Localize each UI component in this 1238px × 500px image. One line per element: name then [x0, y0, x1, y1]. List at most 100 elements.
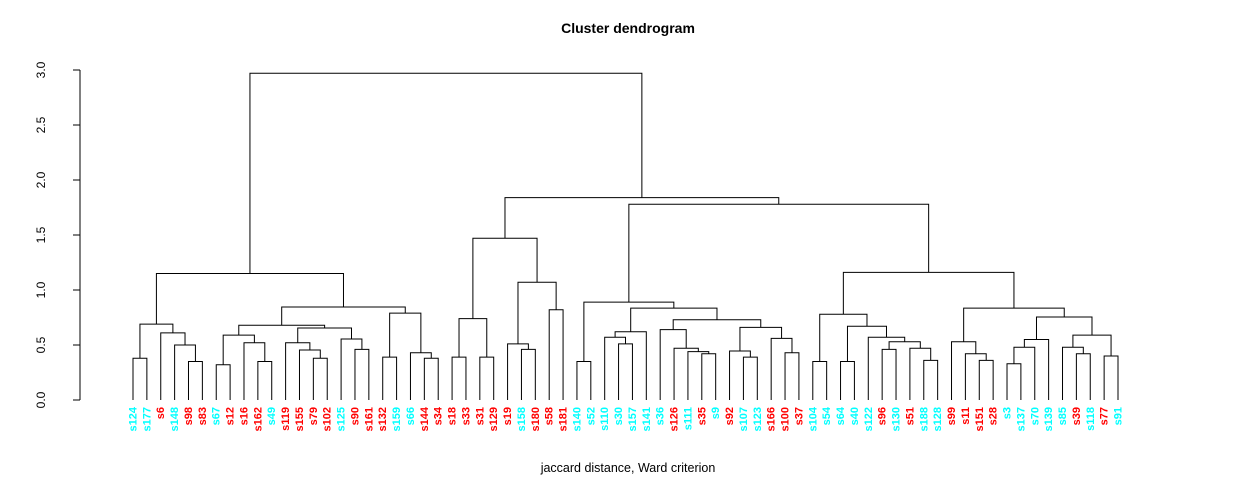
dendrogram-branch [1006, 363, 1022, 400]
dendrogram-branch [520, 348, 536, 400]
dendrogram-branch [867, 336, 906, 400]
dendrogram-branch [923, 359, 939, 400]
dendrogram-branch [174, 344, 196, 400]
dendrogram-branch [881, 348, 897, 400]
leaf-label: s83 [197, 407, 209, 425]
leaf-label: s98 [183, 407, 195, 425]
dendrogram-branch [614, 331, 647, 400]
leaf-label: s11 [960, 407, 972, 425]
dendrogram-branch [628, 203, 930, 303]
leaf-label: s66 [405, 407, 417, 425]
y-axis: 0.00.51.01.52.02.53.0 [34, 61, 81, 408]
y-axis-tick-label: 0.0 [34, 391, 48, 408]
dendrogram-branch [1072, 334, 1112, 356]
dendrogram-branch [1035, 316, 1093, 340]
dendrogram-branch [139, 323, 174, 359]
dendrogram-branch [819, 313, 868, 362]
leaf-label: s119 [280, 407, 292, 431]
dendrogram-branch [784, 352, 800, 400]
dendrogram-branch [472, 237, 538, 319]
leaf-label: s92 [724, 407, 736, 425]
dendrogram-branch [739, 326, 783, 352]
dendrogram-branch [479, 356, 495, 400]
leaf-label: s162 [252, 407, 264, 431]
leaf-label: s6 [155, 407, 167, 419]
dendrogram-branch [132, 357, 148, 400]
leaf-label: s110 [599, 407, 611, 431]
leaf-label: s125 [336, 407, 348, 431]
dendrogram-branch [298, 349, 321, 400]
dendrogram-branches [132, 72, 1119, 400]
dendrogram-branch [187, 361, 203, 400]
dendrogram-branch [909, 347, 932, 400]
leaf-label: s90 [349, 407, 361, 425]
dendrogram-branch [222, 334, 255, 365]
leaf-label: s128 [932, 407, 944, 431]
dendrogram-branch [687, 351, 710, 400]
leaf-label: s64 [835, 406, 847, 425]
leaf-label: s91 [1113, 407, 1125, 425]
y-axis-tick-label: 2.0 [34, 171, 48, 188]
chart-title: Cluster dendrogram [561, 20, 695, 36]
leaf-label: s188 [918, 407, 930, 431]
dendrogram-branch [729, 350, 751, 400]
leaf-label: s33 [460, 407, 472, 425]
leaf-label: s37 [793, 407, 805, 425]
dendrogram-branch [618, 343, 633, 400]
dendrogram-branch [423, 357, 439, 400]
dendrogram-branch [1103, 355, 1119, 400]
leaf-label: s67 [211, 407, 223, 425]
dendrogram-branch [215, 364, 231, 400]
leaf-label: s18 [447, 407, 459, 425]
dendrogram-branch [297, 327, 352, 343]
dendrogram-branch [672, 319, 762, 330]
y-axis-tick-label: 3.0 [34, 61, 48, 78]
dendrogram-branch [243, 342, 266, 400]
leaf-label: s52 [585, 407, 597, 425]
dendrogram-branch [576, 361, 592, 400]
leaf-label: s129 [488, 407, 500, 431]
leaf-label: s124 [128, 406, 140, 431]
leaf-label: s77 [1099, 407, 1111, 425]
dendrogram-branch [312, 357, 328, 400]
chart-xlabel: jaccard distance, Ward criterion [540, 461, 716, 475]
dendrogram-branch [659, 329, 687, 400]
dendrogram-branch [604, 336, 626, 400]
leaf-label: s177 [141, 407, 153, 431]
leaf-label: s28 [988, 407, 1000, 425]
leaf-label: s16 [238, 407, 250, 425]
leaf-label: s40 [849, 407, 861, 425]
dendrogram-branch [257, 361, 273, 400]
leaf-label: s157 [627, 407, 639, 431]
dendrogram-branch [389, 312, 422, 358]
dendrogram-branch [285, 342, 311, 400]
leaf-label: s123 [752, 407, 764, 431]
y-axis-tick-label: 2.5 [34, 116, 48, 133]
leaf-label: s79 [308, 407, 320, 425]
leaf-label: s31 [474, 407, 486, 425]
leaf-label: s85 [1057, 407, 1069, 425]
leaf-label: s9 [710, 407, 722, 419]
leaf-label: s54 [821, 406, 833, 425]
leaf-label: s141 [641, 407, 653, 431]
leaf-label: s104 [807, 406, 819, 431]
leaf-label: s111 [682, 407, 694, 430]
leaf-label: s132 [377, 407, 389, 431]
dendrogram-branch [517, 281, 557, 344]
y-axis-tick-label: 1.0 [34, 281, 48, 298]
dendrogram-branch [354, 348, 370, 400]
leaf-label: s58 [544, 407, 556, 425]
dendrogram-branch [249, 72, 643, 274]
leaf-label: s100 [780, 407, 792, 431]
leaf-label: s30 [613, 407, 625, 425]
y-axis-tick-label: 0.5 [34, 336, 48, 353]
leaf-label: s137 [1015, 407, 1027, 431]
leaf-label: s180 [530, 407, 542, 431]
leaf-label: s49 [266, 407, 278, 425]
leaf-label: s122 [863, 407, 875, 431]
dendrogram-branch [978, 359, 994, 400]
leaf-label: s140 [571, 407, 583, 431]
leaf-label: s139 [1043, 407, 1055, 431]
